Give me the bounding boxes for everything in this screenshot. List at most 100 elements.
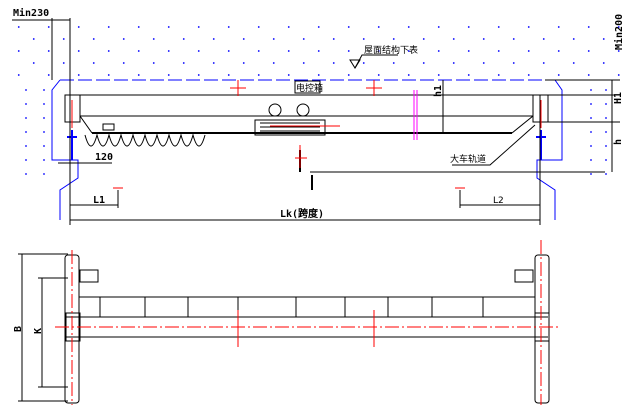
building-outline xyxy=(51,79,563,220)
hatch-dot xyxy=(43,145,45,147)
hatch-dot xyxy=(62,62,65,64)
hatch-dot xyxy=(467,74,470,76)
hatch-dot xyxy=(437,50,440,52)
hatch-dot xyxy=(182,38,185,40)
hatch-dot xyxy=(43,89,45,91)
hatch-dot xyxy=(347,74,350,76)
hatch-dot xyxy=(137,26,140,28)
break-mark xyxy=(413,90,418,140)
hatch-dot xyxy=(302,62,305,64)
hatch-dot xyxy=(107,26,110,28)
hatch-dot xyxy=(287,26,290,28)
hatch-dot xyxy=(17,74,20,76)
hatch-dot xyxy=(317,74,320,76)
hatch-dot xyxy=(590,89,592,91)
hatch-dot xyxy=(605,103,607,105)
hatch-dot xyxy=(43,159,45,161)
hatch-dot xyxy=(152,38,155,40)
hatch-dot xyxy=(587,26,590,28)
hatch-dot xyxy=(77,74,80,76)
hatch-dot xyxy=(47,50,50,52)
hatch-dot xyxy=(227,74,230,76)
hatch-dot xyxy=(227,26,230,28)
girder-plan xyxy=(18,253,550,404)
hatch-dot xyxy=(212,62,215,64)
hatch-dot xyxy=(392,62,395,64)
hatch-dot xyxy=(497,74,500,76)
dim-H1: H1 xyxy=(613,92,624,104)
hatch-dot xyxy=(167,74,170,76)
hatch-dot xyxy=(617,74,620,76)
hatch-dot xyxy=(497,26,500,28)
hatch-dot xyxy=(25,89,27,91)
hatch-dot xyxy=(197,26,200,28)
girder-elevation xyxy=(12,18,620,225)
hatch-dot xyxy=(167,26,170,28)
hatch-dot xyxy=(25,117,27,119)
hatch-dot xyxy=(482,62,485,64)
hatch-dot xyxy=(122,62,125,64)
hatch-dot xyxy=(407,26,410,28)
drive-motor-left xyxy=(79,269,99,283)
hatch-dot xyxy=(572,38,575,40)
hatch-dot xyxy=(572,62,575,64)
hatch-dot xyxy=(182,62,185,64)
hatch-dot xyxy=(332,62,335,64)
hatch-dot xyxy=(287,50,290,52)
hatch-dot xyxy=(47,26,50,28)
min200-label: Min200 xyxy=(613,14,625,50)
hatch-dot xyxy=(590,159,592,161)
hatch-dot xyxy=(43,103,45,105)
hatch-dot xyxy=(362,62,365,64)
hatch-dot xyxy=(347,50,350,52)
hatch-dot xyxy=(452,62,455,64)
hatch-dot xyxy=(542,62,545,64)
hatch-dot xyxy=(377,74,380,76)
hatch-dot xyxy=(467,26,470,28)
hatch-dot xyxy=(77,26,80,28)
plan-centerlines xyxy=(55,240,560,405)
hatch-dot xyxy=(272,38,275,40)
hatch-dot xyxy=(212,38,215,40)
hatch-dot xyxy=(590,117,592,119)
hatch-dot xyxy=(605,131,607,133)
hatch-dot xyxy=(242,62,245,64)
hatch-dot xyxy=(152,62,155,64)
hatch-dot xyxy=(407,74,410,76)
hatch-dot xyxy=(287,74,290,76)
hatch-dot xyxy=(257,50,260,52)
hatch-dot xyxy=(557,50,560,52)
concrete-hatching xyxy=(17,26,620,175)
hatch-dot xyxy=(542,38,545,40)
drive-motor-right xyxy=(514,269,534,283)
hatch-dot xyxy=(25,159,27,161)
hatch-dot xyxy=(43,131,45,133)
hatch-dot xyxy=(590,173,592,175)
hatch-dot xyxy=(317,26,320,28)
hatch-dot xyxy=(302,38,305,40)
hatch-dot xyxy=(605,173,607,175)
dim-h: h xyxy=(613,139,624,145)
hatch-dot xyxy=(512,38,515,40)
hatch-dot xyxy=(587,50,590,52)
hatch-dot xyxy=(107,50,110,52)
hatch-dot xyxy=(17,26,20,28)
hatch-dot xyxy=(25,131,27,133)
hatch-dot xyxy=(617,50,620,52)
hatch-dot xyxy=(467,50,470,52)
dim-L1: L1 xyxy=(93,195,105,206)
hatch-dot xyxy=(587,74,590,76)
hatch-dot xyxy=(605,159,607,161)
hatch-dot xyxy=(137,74,140,76)
hatch-dot xyxy=(482,38,485,40)
hatch-dot xyxy=(527,50,530,52)
hatch-dot xyxy=(227,50,230,52)
hatch-dot xyxy=(527,74,530,76)
hatch-dot xyxy=(422,38,425,40)
hatch-dot xyxy=(62,38,65,40)
centerlines xyxy=(71,80,542,189)
hatch-dot xyxy=(92,38,95,40)
roof-note: 屋面结构下表 xyxy=(364,44,418,56)
hatch-dot xyxy=(32,62,35,64)
